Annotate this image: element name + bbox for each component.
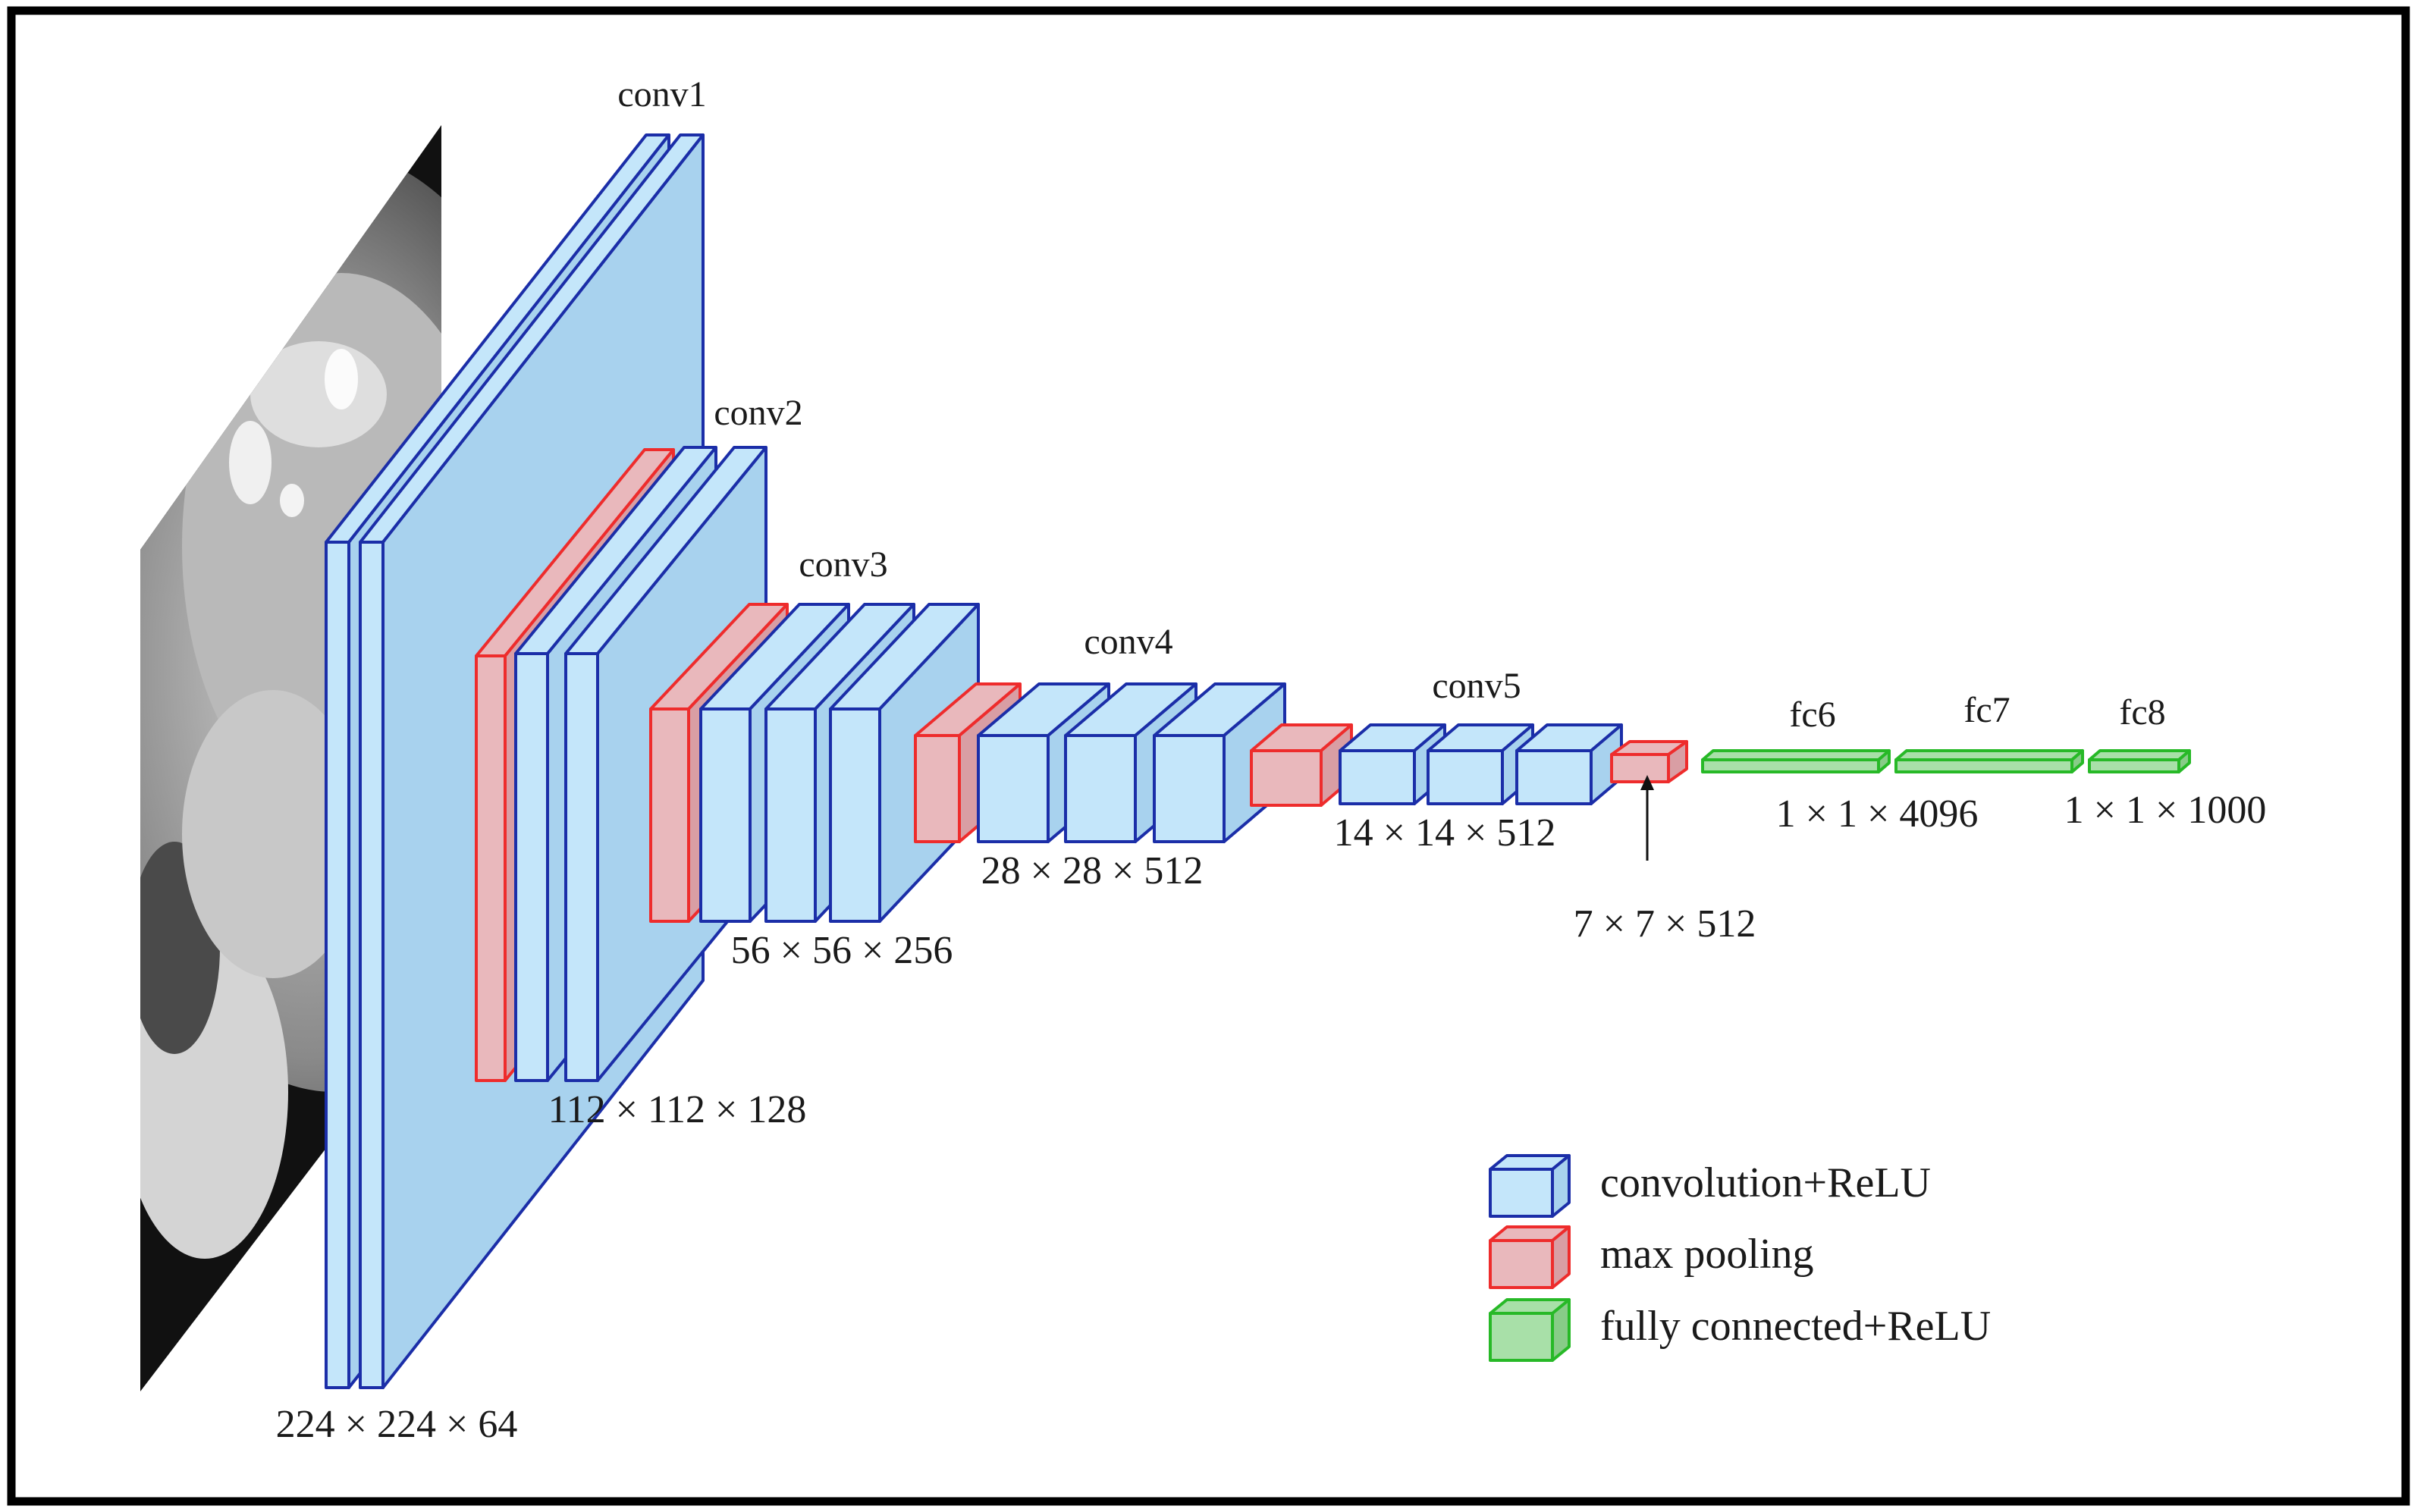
legend-label-conv: convolution+ReLU [1600,1159,1931,1206]
pool5-arrow [1640,775,1654,861]
dim-label-1000: 1 × 1 × 1000 [2064,789,2267,832]
legend-swatch-fc [1489,1298,1571,1362]
stage-label-conv3: conv3 [799,544,887,585]
dim-label-28: 28 × 28 × 512 [981,849,1204,892]
fc7-block [1894,749,2084,773]
legend-swatch-conv-shape [1489,1154,1571,1218]
stage-label-fc7: fc7 [1963,690,2010,730]
stage-label-conv5: conv5 [1432,666,1521,706]
fc6-block [1701,749,1891,773]
conv4-block-3 [1153,682,1286,843]
legend: convolution+ReLU max pooling fully conne… [1489,1154,1991,1362]
legend-swatch-fc-shape [1489,1298,1571,1362]
stage-label-fc6: fc6 [1789,695,1835,735]
stage-label-conv1: conv1 [617,74,706,114]
pool5-block [1610,740,1688,783]
conv5-block-2 [1427,723,1534,805]
legend-swatch-conv [1489,1154,1571,1218]
legend-label-pool: max pooling [1600,1231,1814,1278]
legend-swatch-pool [1489,1225,1571,1289]
dim-label-7: 7 × 7 × 512 [1574,902,1756,946]
stage-label-conv2: conv2 [714,393,802,433]
dim-label-14: 14 × 14 × 512 [1334,811,1556,855]
layer-blocks [325,133,2191,1389]
conv5-block-3 [1515,723,1623,805]
dim-label-56: 56 × 56 × 256 [731,929,953,972]
legend-label-fc: fully connected+ReLU [1600,1303,1991,1350]
fc8-block [2088,749,2191,773]
legend-swatch-pool-shape [1489,1225,1571,1289]
pool4-block [1250,723,1353,807]
dim-label-112: 112 × 112 × 128 [548,1088,807,1131]
stage-label-conv4: conv4 [1084,622,1172,662]
stage-label-fc8: fc8 [2119,692,2165,732]
dim-label-224: 224 × 224 × 64 [276,1403,518,1446]
dim-label-4096: 1 × 1 × 4096 [1776,792,1979,836]
